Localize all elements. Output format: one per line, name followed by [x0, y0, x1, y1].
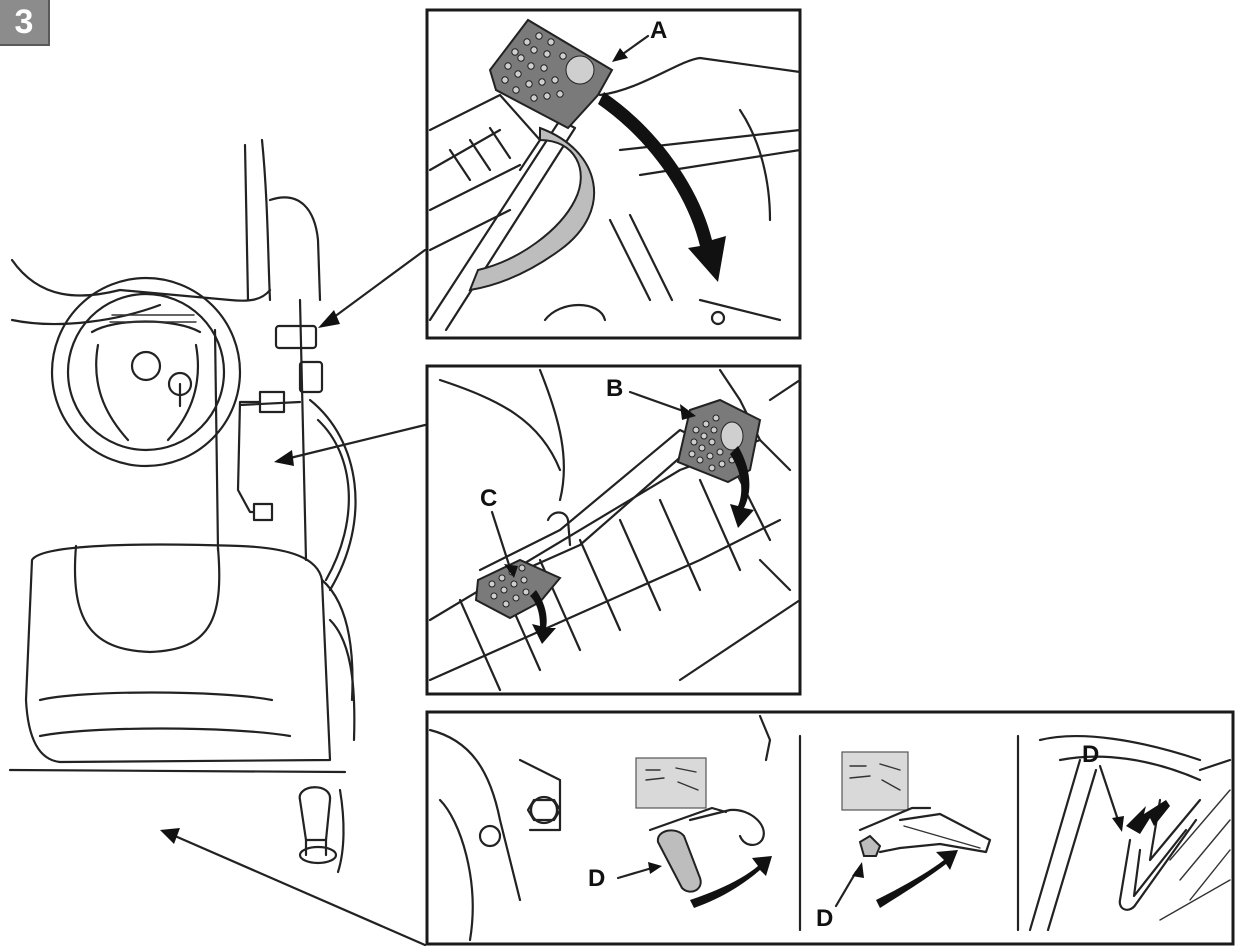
figure-number-badge: 3 — [0, 0, 50, 46]
tractor-overview — [8, 138, 357, 874]
gear-lever — [298, 786, 338, 865]
label-d-step-2: D — [816, 905, 833, 932]
label-d-step-1: D — [588, 865, 605, 892]
lock-latch-d-engaged — [858, 834, 882, 857]
pedal-a — [488, 18, 614, 130]
panel-clutch-pedal-a: A — [425, 8, 802, 340]
operator-seat — [24, 543, 356, 764]
pedal-c — [474, 558, 562, 620]
label-d-step-3: D — [1082, 741, 1099, 768]
lock-latch-d — [656, 829, 702, 893]
label-b: B — [606, 375, 623, 402]
panel-pedal-lock-d: D D D — [425, 710, 1235, 946]
label-a: A — [650, 17, 667, 44]
steering-wheel — [50, 276, 242, 468]
pedal-decal — [635, 757, 707, 809]
lock-step-2: D — [816, 751, 992, 932]
panel-brake-pedals-b-c: B C — [425, 364, 802, 696]
label-c: C — [480, 485, 497, 512]
lock-step-3: D — [1028, 735, 1232, 932]
callout-arrows — [160, 248, 427, 947]
lock-step-1: D — [428, 714, 772, 942]
